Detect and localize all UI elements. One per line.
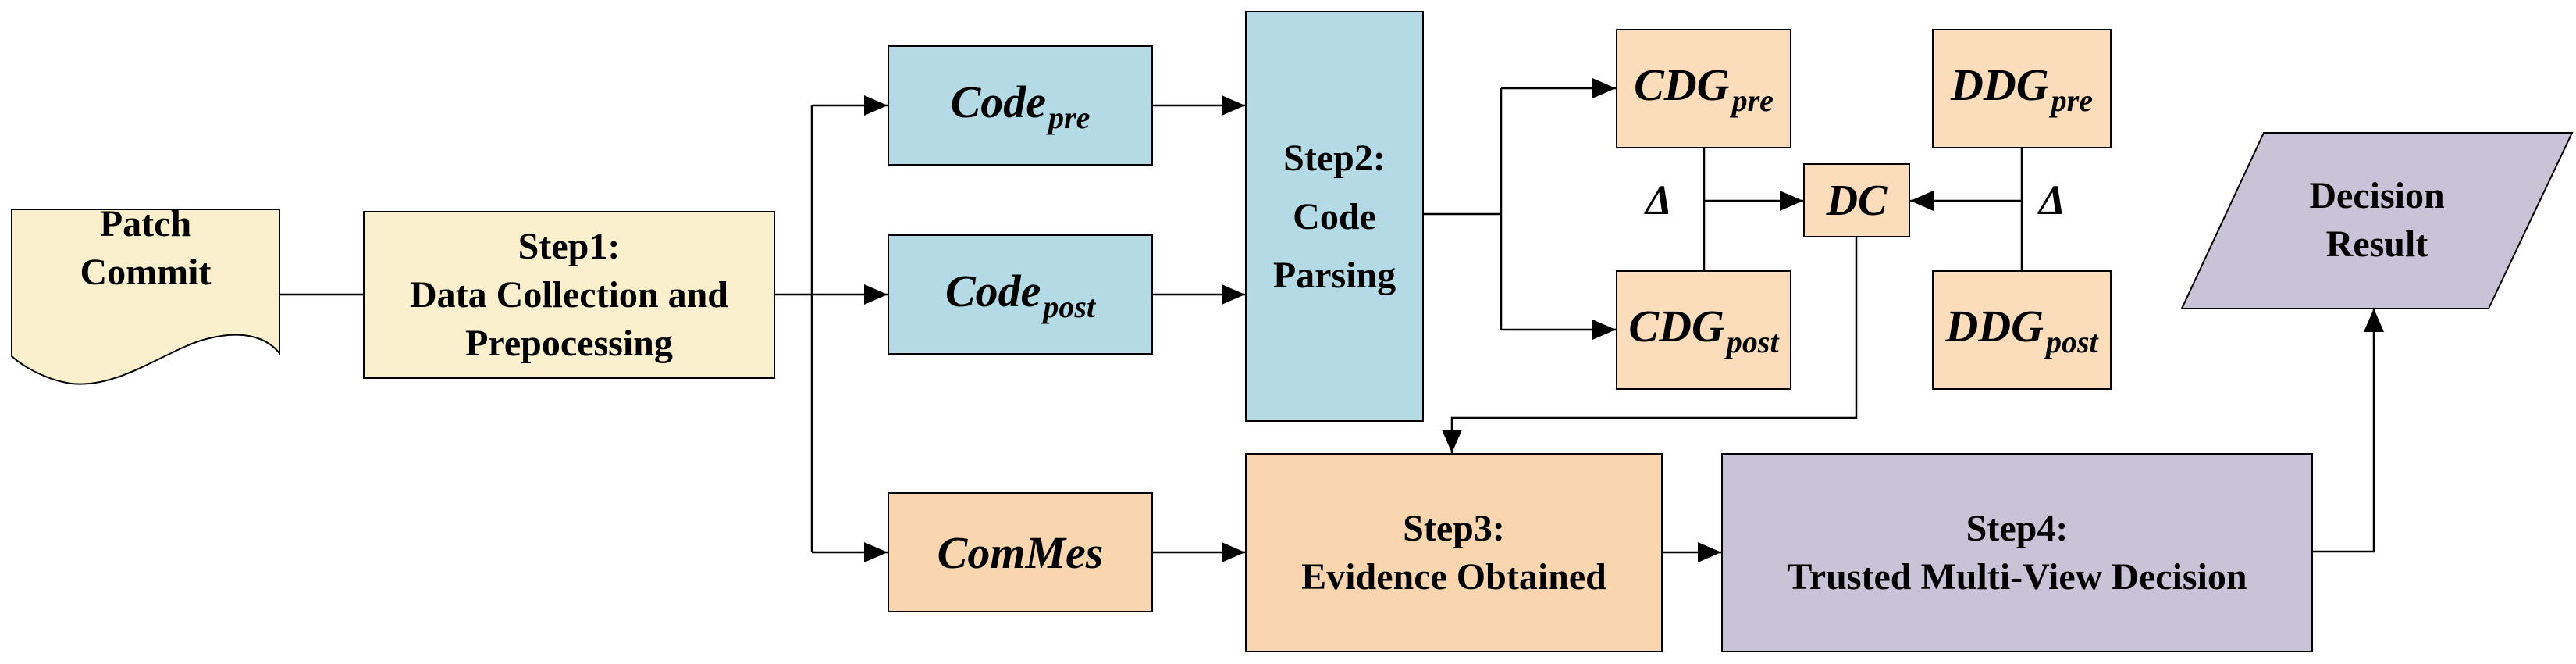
code-pre-label: Codepre <box>950 76 1091 135</box>
decision-result-parallelogram <box>2180 132 2574 309</box>
step4-box: Step4: Trusted Multi-View Decision <box>1721 453 2313 652</box>
ddg-pre-label: DDGpre <box>1951 59 2093 118</box>
step1-line1: Step1: <box>518 225 621 267</box>
code-pre-box: Codepre <box>888 45 1153 166</box>
commes-box: ComMes <box>888 492 1153 612</box>
step4-line1: Step4: <box>1966 507 2069 549</box>
step2-box: Step2: Code Parsing <box>1245 11 1424 422</box>
patch-commit-line1: Patch <box>99 203 192 245</box>
cdg-post-box: CDGpost <box>1616 270 1791 390</box>
code-post-label: Codepost <box>945 265 1096 324</box>
dc-label: DC <box>1826 176 1888 225</box>
decision-result-line2: Result <box>2325 223 2428 265</box>
step1-box: Step1: Data Collection and Prepocessing <box>363 211 775 379</box>
step3-line1: Step3: <box>1403 507 1505 549</box>
step2-line3: Parsing <box>1272 254 1397 296</box>
delta-ddg-symbol: Δ <box>2039 177 2065 223</box>
patch-commit-label: Patch Commit <box>12 198 279 298</box>
cdg-pre-label: CDGpre <box>1634 59 1774 118</box>
ddg-pre-box: DDGpre <box>1932 29 2112 148</box>
step2-line2: Code <box>1293 195 1376 237</box>
ddg-post-box: DDGpost <box>1932 270 2112 390</box>
patch-commit-document-shape <box>11 209 280 385</box>
cdg-pre-box: CDGpre <box>1616 29 1791 148</box>
dc-box: DC <box>1803 163 1910 237</box>
arrow-step4-to-decision <box>2313 309 2384 553</box>
ddg-post-label: DDGpost <box>1945 301 2098 359</box>
decision-result-line1: Decision <box>2309 175 2445 216</box>
step2-line1: Step2: <box>1283 137 1386 179</box>
delta-cdg-symbol: Δ <box>1646 177 1672 223</box>
cdg-post-label: CDGpost <box>1628 301 1779 359</box>
step1-line2: Data Collection and <box>410 273 728 316</box>
connectors <box>279 78 2384 562</box>
commes-label: ComMes <box>937 527 1104 578</box>
step3-box: Step3: Evidence Obtained <box>1245 453 1663 652</box>
step3-line2: Evidence Obtained <box>1301 555 1606 598</box>
code-post-box: Codepost <box>888 234 1153 355</box>
patch-commit-line2: Commit <box>80 252 212 293</box>
arrow-dc-to-step3 <box>1442 237 1858 453</box>
decision-result-label: Decision Result <box>2221 170 2533 270</box>
step4-line2: Trusted Multi-View Decision <box>1787 555 2247 598</box>
step1-line3: Prepocessing <box>465 322 673 364</box>
